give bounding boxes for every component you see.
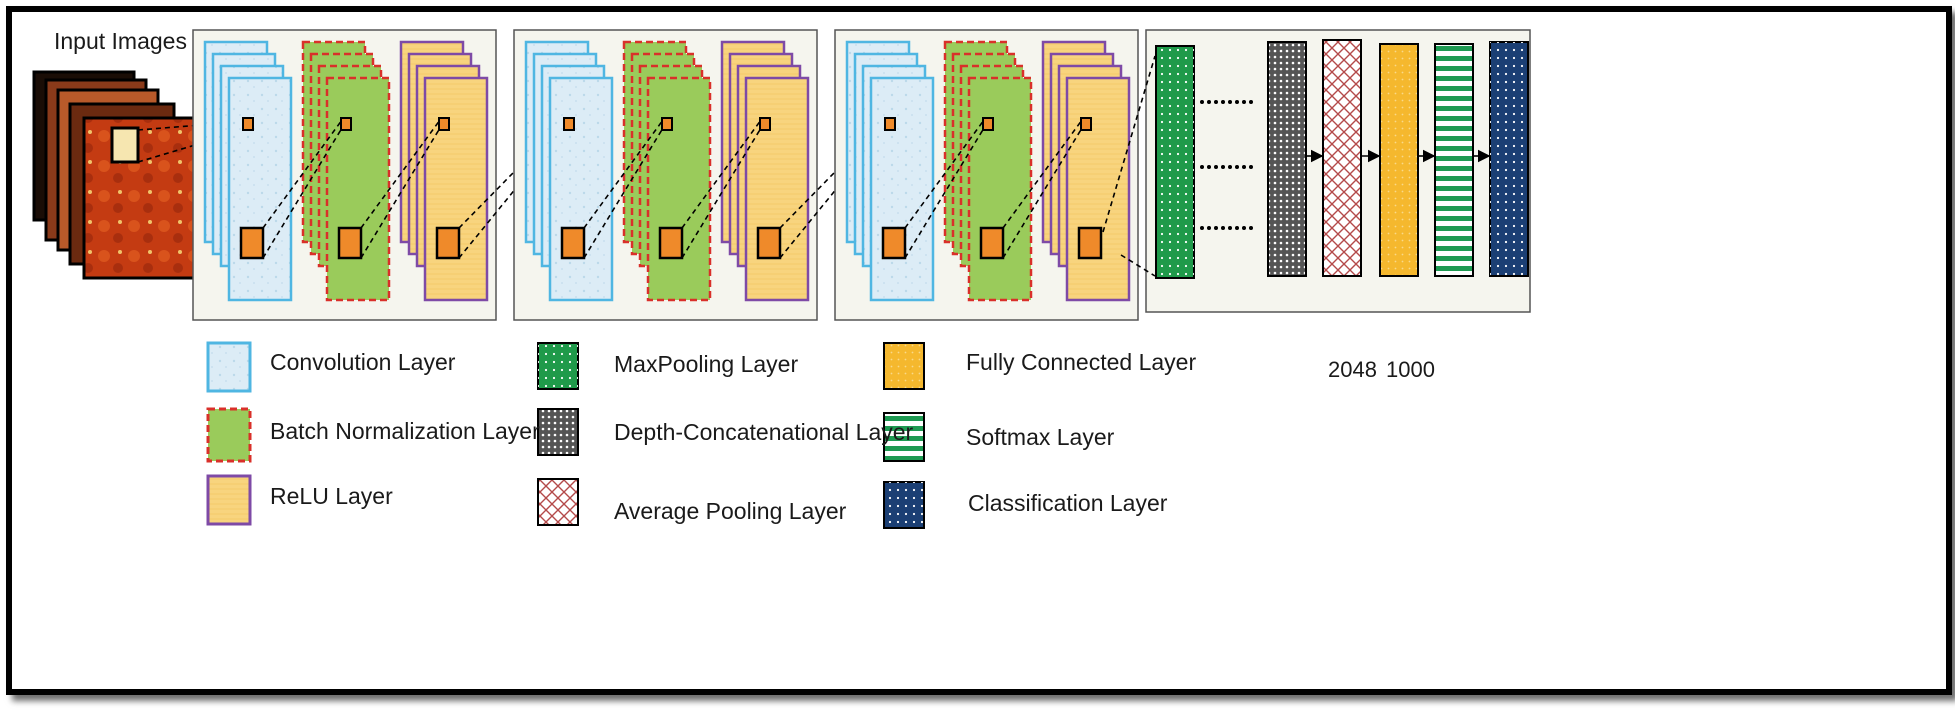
connector-line	[360, 119, 441, 229]
depthcat-bar	[1267, 41, 1307, 277]
conv-stack-receptive-point	[563, 117, 575, 131]
bn-stack-kernel	[337, 226, 363, 260]
feature-block-1	[192, 29, 566, 321]
connector-line	[904, 119, 985, 229]
relu-stack-receptive-point	[1080, 117, 1092, 131]
softmax-bar	[1434, 43, 1474, 277]
architecture-diagram	[32, 29, 1531, 529]
input-image-stack	[32, 70, 196, 280]
conv-stack-kernel	[560, 226, 586, 260]
legend-label-avgpool: Average Pooling Layer	[614, 498, 847, 524]
legend-label-softmax: Softmax Layer	[966, 424, 1115, 450]
connector-line	[360, 127, 441, 259]
legend-swatch-avgpool	[537, 478, 579, 526]
legend-swatch-conv	[206, 341, 252, 393]
ellipsis-row-2	[1200, 165, 1253, 169]
connector-line	[1002, 127, 1083, 259]
bn-stack-receptive-point	[661, 117, 673, 131]
conv-stack-receptive-point	[242, 117, 254, 131]
relu-stack-receptive-point	[438, 117, 450, 131]
relu-stack-sheet	[1065, 76, 1131, 302]
bn-stack	[301, 40, 391, 302]
connector-line	[904, 127, 985, 259]
legend-label-maxpool: MaxPooling Layer	[614, 351, 799, 377]
legend-swatch-bn	[206, 407, 252, 463]
relu-stack-receptive-point	[759, 117, 771, 131]
legend	[206, 341, 925, 529]
bn-stack-receptive-point	[340, 117, 352, 131]
avgpool-bar	[1322, 39, 1362, 277]
legend-label-classification: Classification Layer	[968, 490, 1168, 516]
connector-line	[262, 127, 343, 259]
relu-stack-sheet	[423, 76, 489, 302]
conv-stack-sheet	[227, 76, 293, 302]
relu-stack-kernel	[435, 226, 461, 260]
ellipsis-row-3	[1200, 226, 1253, 230]
relu-stack-kernel	[1077, 226, 1103, 260]
feature-block-3	[834, 29, 1139, 321]
avgpool-size-label: 2048	[1328, 357, 1377, 382]
conv-stack-kernel	[239, 226, 265, 260]
relu-stack	[399, 40, 489, 302]
connector-line	[583, 127, 664, 259]
conv-stack	[845, 40, 935, 302]
connector-line	[1002, 119, 1083, 229]
legend-label-bn: Batch Normalization Layer	[270, 418, 540, 444]
conv-stack	[203, 40, 293, 302]
legend-swatch-relu	[206, 474, 252, 526]
conv-stack-sheet	[869, 76, 935, 302]
legend-label-relu: ReLU Layer	[270, 483, 393, 509]
relu-stack-sheet	[744, 76, 810, 302]
classifier-head	[1102, 29, 1531, 313]
connector-line	[262, 119, 343, 229]
fc-size-label: 1000	[1386, 357, 1435, 382]
legend-label-conv: Convolution Layer	[270, 349, 456, 375]
bn-stack-sheet	[646, 76, 712, 302]
fc-bar	[1379, 43, 1419, 277]
conv-stack-sheet	[548, 76, 614, 302]
conv-stack-receptive-point	[884, 117, 896, 131]
legend-label-depthcat: Depth-Concatenational Layer	[614, 419, 914, 445]
legend-label-fc: Fully Connected Layer	[966, 349, 1197, 375]
feature-block-2	[513, 29, 887, 321]
connector-line	[681, 119, 762, 229]
bn-stack-kernel	[658, 226, 684, 260]
input-images-label: Input Images	[54, 28, 187, 54]
ellipsis-row-1	[1200, 100, 1253, 104]
connector-line	[583, 119, 664, 229]
bn-stack-receptive-point	[982, 117, 994, 131]
relu-stack	[1041, 40, 1131, 302]
bn-stack-kernel	[979, 226, 1005, 260]
conv-stack	[524, 40, 614, 302]
connector-line	[681, 127, 762, 259]
legend-swatch-softmax	[883, 412, 925, 462]
legend-swatch-fc	[883, 342, 925, 390]
relu-stack-kernel	[756, 226, 782, 260]
legend-swatch-depthcat	[537, 408, 579, 456]
bn-stack-sheet	[325, 76, 391, 302]
conv-stack-kernel	[881, 226, 907, 260]
bn-stack-sheet	[967, 76, 1033, 302]
